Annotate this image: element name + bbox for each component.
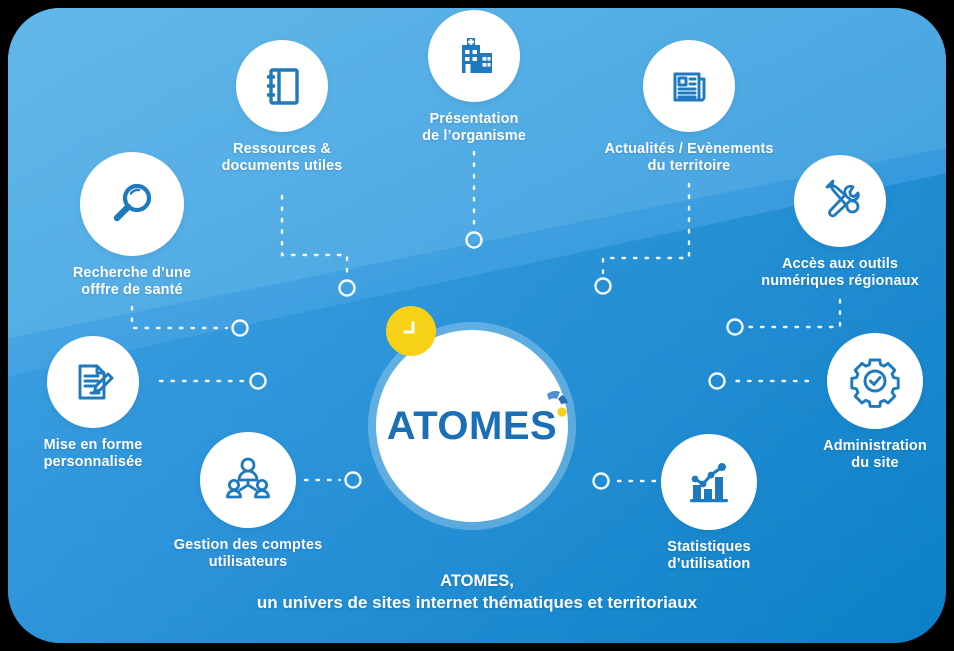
footer-line-1: ATOMES, — [440, 572, 514, 590]
node-label: Gestion des comptes utilisateurs — [173, 537, 323, 571]
bar-chart-icon — [661, 434, 757, 530]
clock-icon — [403, 321, 415, 334]
node-label: Recherche d’une offfre de santé — [72, 265, 192, 299]
node-label: Actualités / Evènements du territoire — [604, 141, 774, 175]
node-comptes[interactable]: Gestion des comptes utilisateurs — [160, 432, 336, 571]
clock-badge — [386, 306, 436, 356]
footer-caption: ATOMES, un univers de sites internet thé… — [0, 570, 954, 615]
atomes-logo: ATOMES — [386, 390, 569, 449]
node-label: Statistiques d’utilisation — [667, 539, 751, 573]
node-label: Mise en forme personnalisée — [43, 437, 143, 471]
node-miseenforme[interactable]: Mise en forme personnalisée — [20, 336, 166, 471]
node-label: Accès aux outils numériques régionaux — [761, 256, 919, 290]
node-statistiques[interactable]: Statistiques d’utilisation — [636, 434, 782, 573]
tools-icon — [794, 155, 886, 247]
newspaper-icon — [643, 40, 735, 132]
node-presentation[interactable]: Présentation de l’organisme — [404, 10, 544, 145]
hospital-icon — [428, 10, 520, 102]
gear-check-icon — [827, 333, 923, 429]
users-group-icon — [200, 432, 296, 528]
node-recherche[interactable]: Recherche d’une offfre de santé — [52, 152, 212, 299]
orbit-dots-icon — [547, 390, 569, 417]
footer-line-2: un univers de sites internet thématiques… — [256, 593, 698, 613]
node-administration[interactable]: Administration du site — [802, 333, 948, 472]
node-outils[interactable]: Accès aux outils numériques régionaux — [752, 155, 928, 290]
node-ressources[interactable]: Ressources & documents utiles — [212, 40, 352, 175]
node-label: Ressources & documents utiles — [221, 141, 343, 175]
notebook-icon — [236, 40, 328, 132]
document-pen-icon — [47, 336, 139, 428]
node-label: Présentation de l’organisme — [422, 111, 526, 145]
logo-text: ATOMES — [386, 403, 558, 448]
node-label: Administration du site — [823, 438, 927, 472]
node-actualites[interactable]: Actualités / Evènements du territoire — [599, 40, 779, 175]
magnifier-icon — [80, 152, 184, 256]
center-logo-disc[interactable]: ATOMES — [376, 330, 569, 522]
